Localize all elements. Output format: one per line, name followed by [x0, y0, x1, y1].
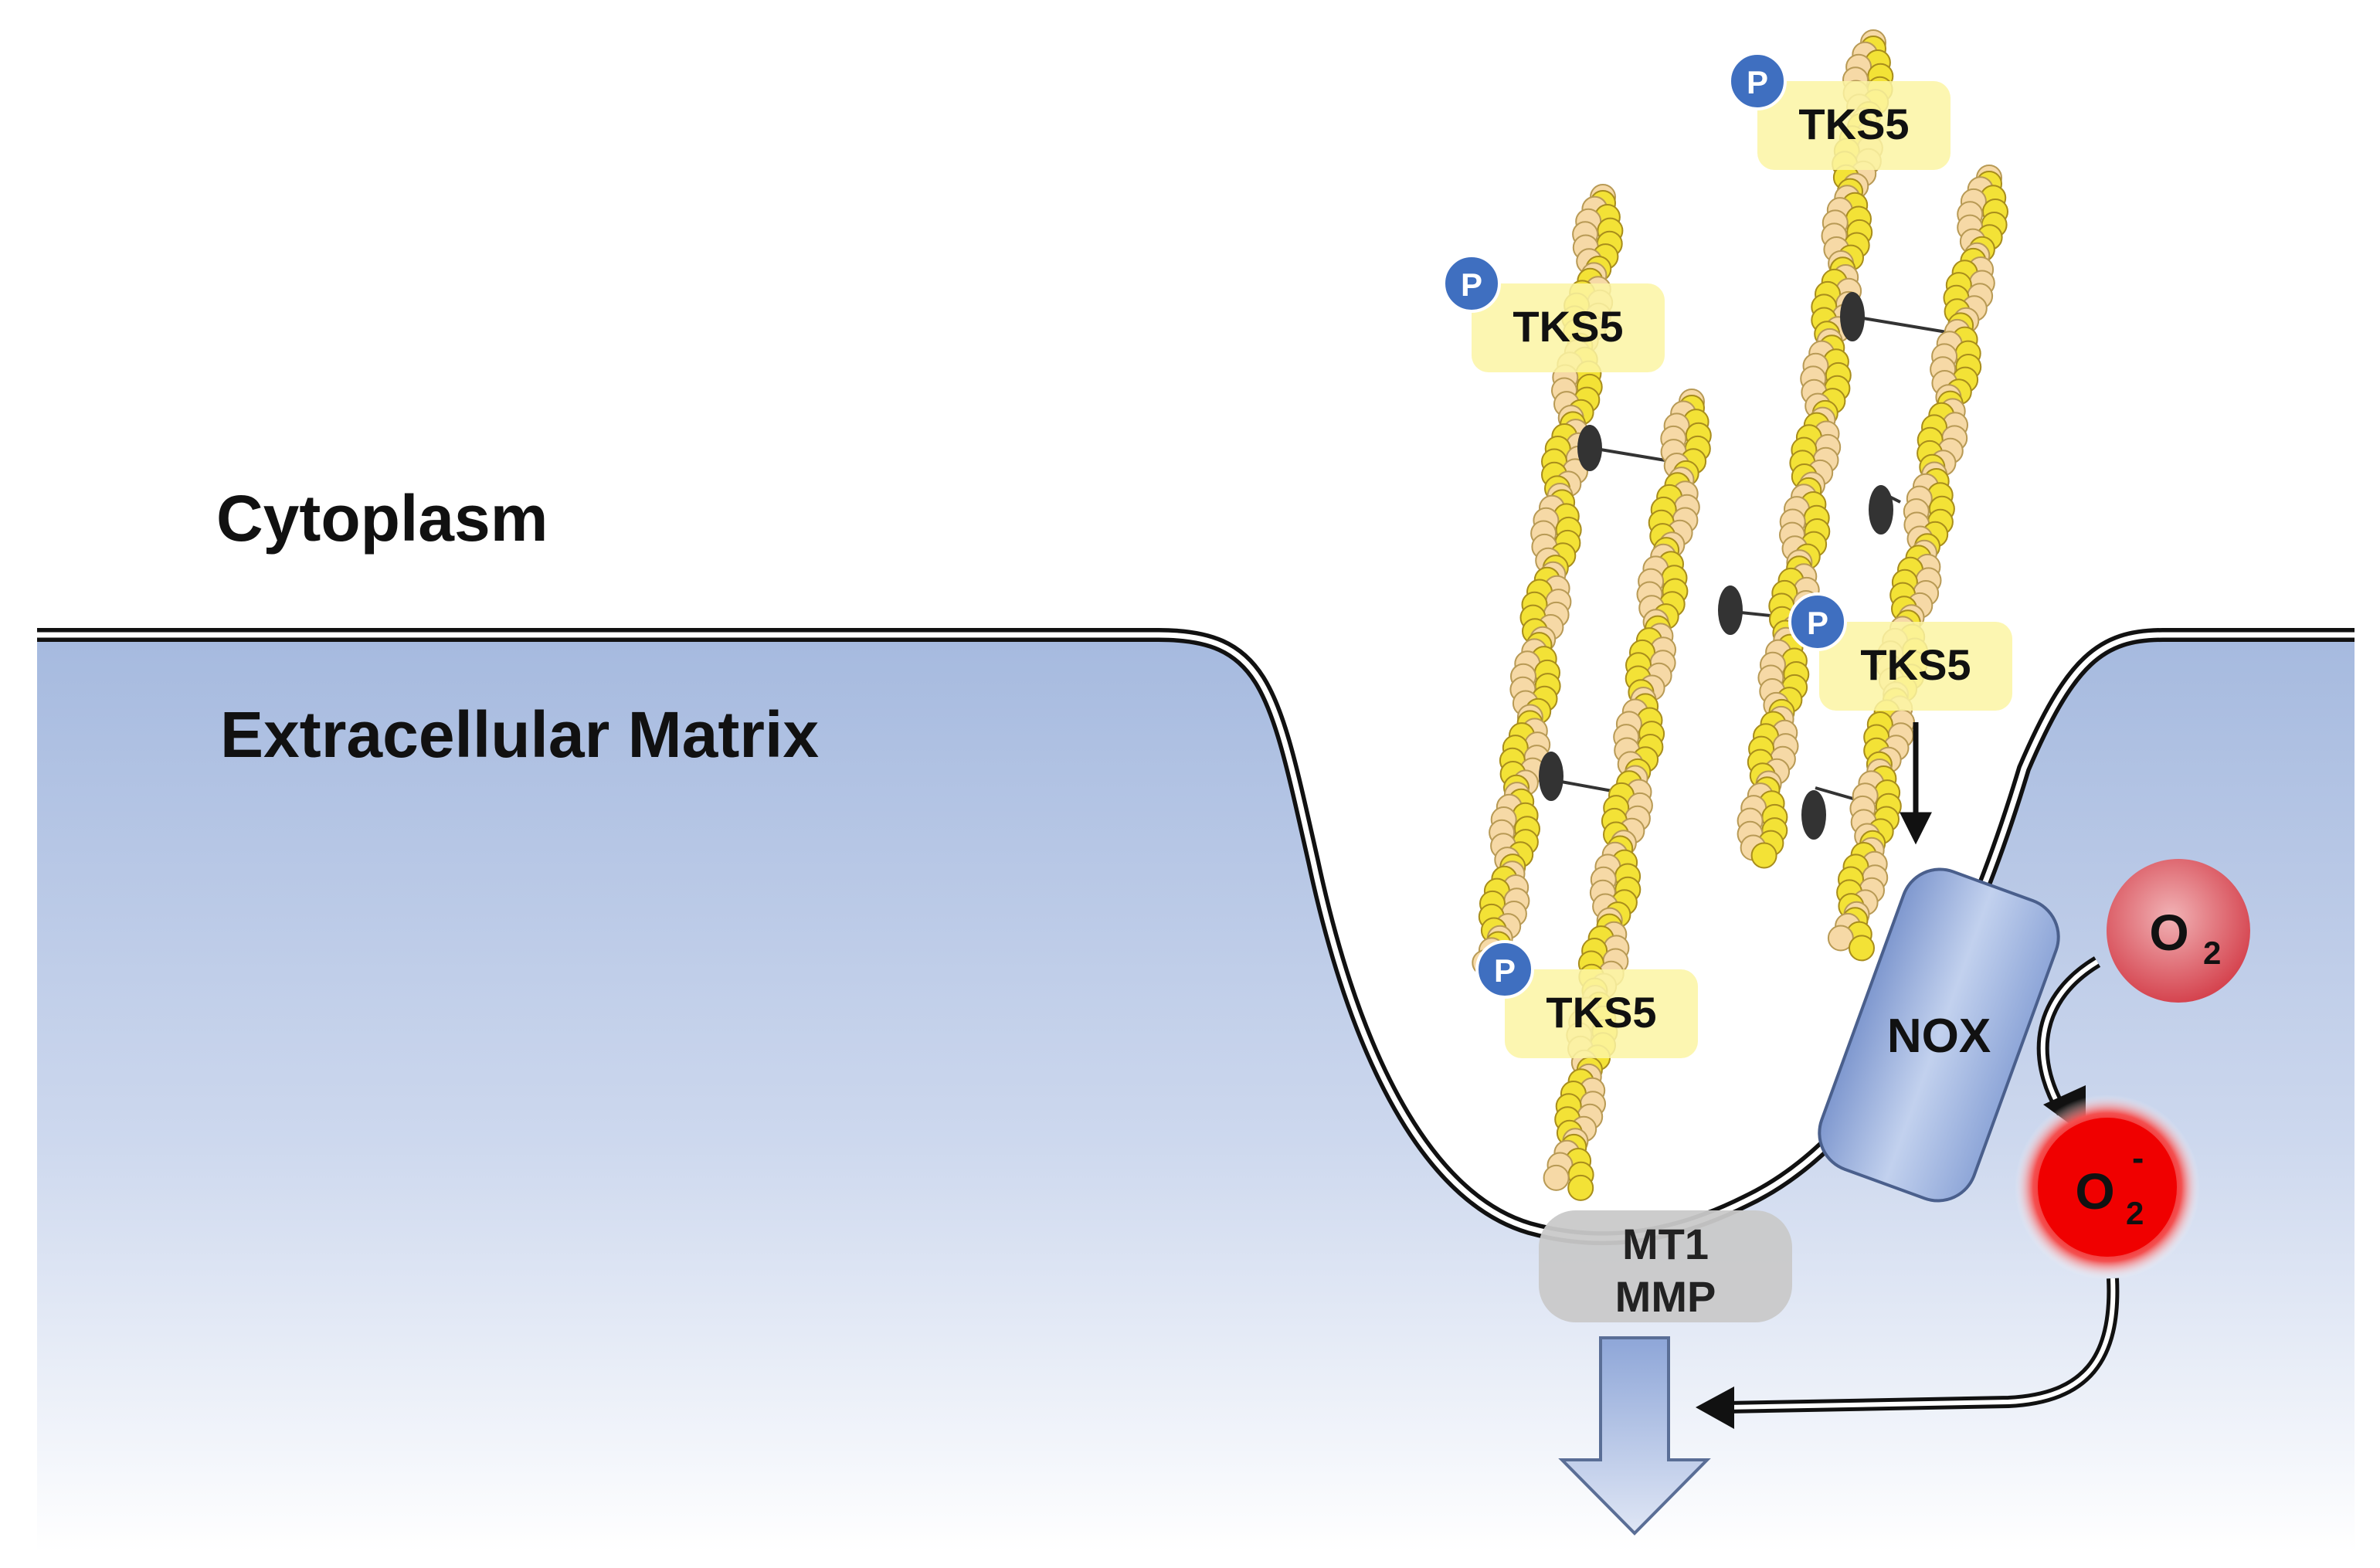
phospho-label: P — [1807, 605, 1828, 641]
tks5-label: TKS5 — [1513, 302, 1623, 351]
tks5-group-4: TKS5 P — [1475, 940, 1698, 1058]
phospho-label: P — [1747, 64, 1768, 100]
tks5-group-1: TKS5 P — [1728, 52, 1951, 170]
extracellular-matrix-label: Extracellular Matrix — [220, 698, 819, 771]
superoxide-molecule: O 2 - — [2015, 1095, 2200, 1280]
superoxide-subscript: 2 — [2126, 1195, 2144, 1231]
oxygen-label: O — [2149, 904, 2188, 961]
nox-label: NOX — [1887, 1010, 1991, 1063]
tks5-label: TKS5 — [1860, 640, 1971, 689]
tks5-label: TKS5 — [1798, 100, 1909, 148]
crosslinker-2 — [1539, 752, 1563, 801]
extracellular-matrix-region — [37, 640, 2355, 1553]
actin-monomer — [1543, 1164, 1570, 1191]
crosslinker-1 — [1577, 425, 1602, 471]
actin-monomer — [1849, 935, 1875, 962]
phospho-label: P — [1494, 952, 1516, 989]
mmp-label: MMP — [1615, 1272, 1716, 1321]
crosslinker-proteins — [1539, 292, 1893, 840]
tks5-group-2: TKS5 P — [1442, 254, 1665, 372]
phospho-badge — [1728, 52, 1787, 110]
phospho-badge — [1475, 940, 1534, 999]
tks5-label: TKS5 — [1546, 988, 1656, 1037]
nox-protein: NOX — [1818, 867, 2060, 1203]
actin-monomer — [1827, 925, 1854, 952]
degradation-arrow — [1558, 1336, 1711, 1536]
superoxide-label: O — [2075, 1162, 2114, 1220]
crosslinker-4 — [1840, 292, 1865, 341]
actin-monomer — [1750, 842, 1777, 869]
crosslinker-5 — [1869, 485, 1893, 535]
phospho-badge — [1788, 592, 1847, 651]
oxygen-subscript: 2 — [2203, 935, 2221, 971]
mt1-mmp-protein: MT1 MMP — [1539, 1210, 1792, 1322]
actin-monomer — [1567, 1174, 1594, 1201]
phospho-badge — [1442, 254, 1501, 313]
phospho-label: P — [1461, 266, 1482, 303]
oxygen-molecule: O 2 — [2107, 859, 2250, 1003]
crosslinker-6 — [1801, 790, 1826, 840]
superoxide-charge: - — [2132, 1138, 2144, 1178]
mt1-label: MT1 — [1622, 1220, 1709, 1268]
crosslinker-3 — [1718, 585, 1743, 635]
cytoplasm-label: Cytoplasm — [216, 482, 548, 555]
tks5-group-3: TKS5 P — [1788, 592, 2012, 711]
